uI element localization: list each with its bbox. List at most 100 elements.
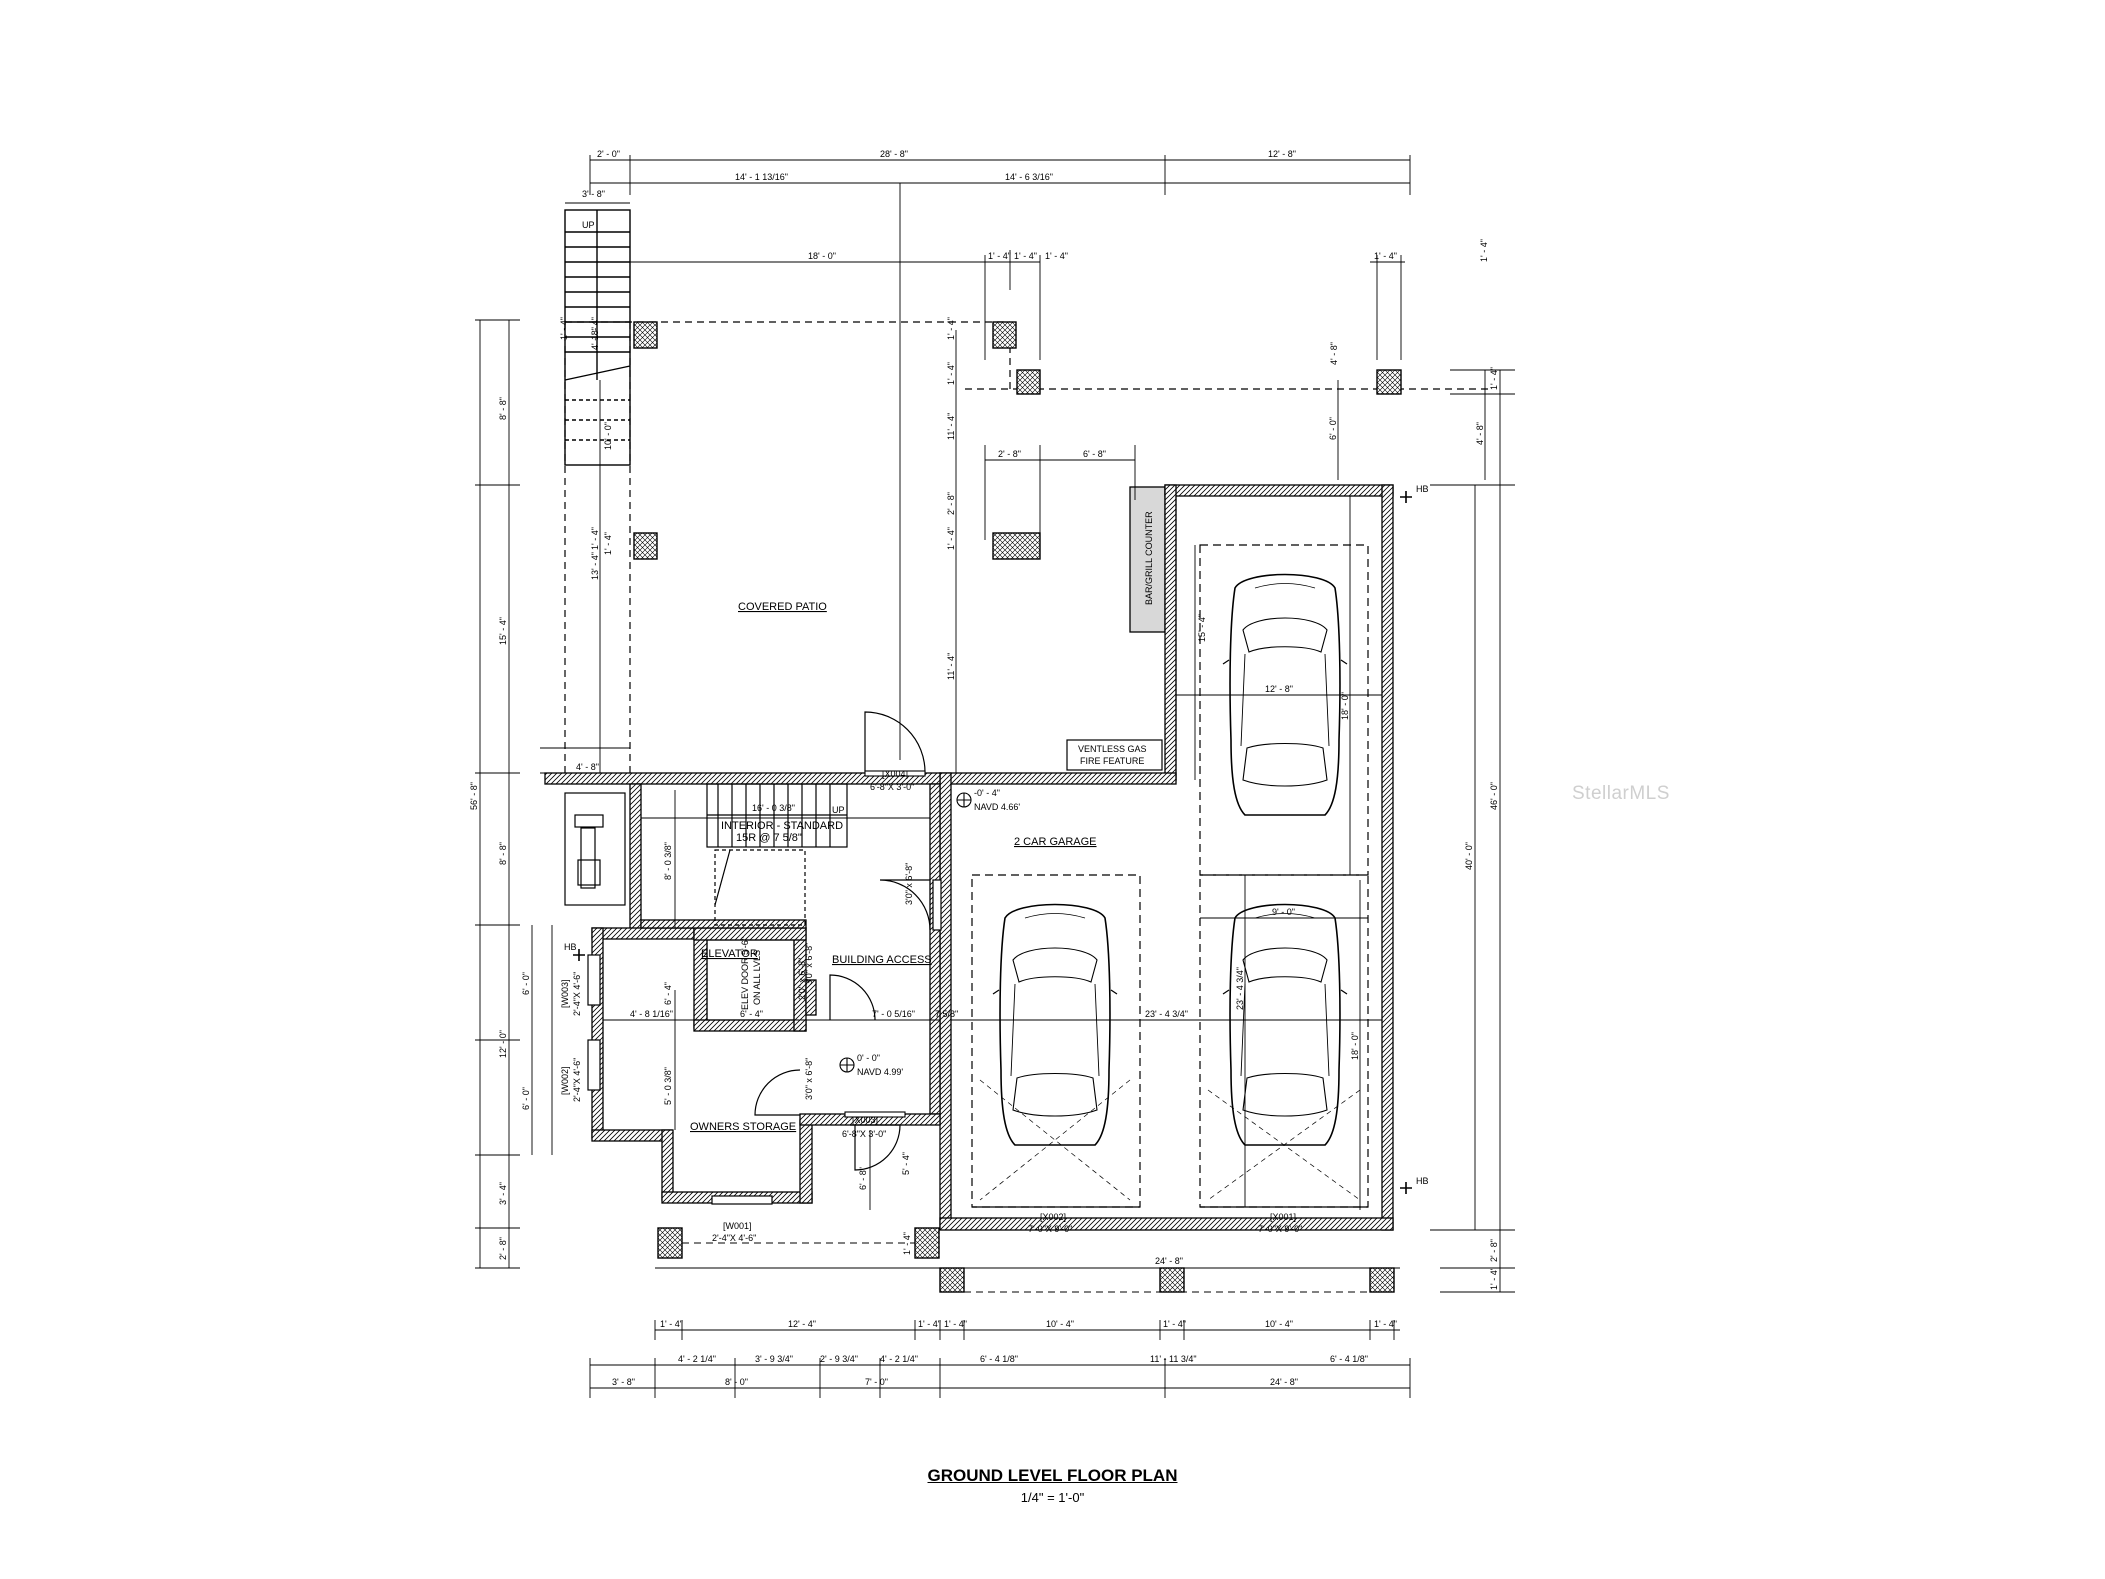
tag-x001-size: 7'-0"X 9'-0" [1258, 1224, 1302, 1234]
elev-top-1: -0' - 4" [974, 788, 1000, 798]
dims-right: 46' - 0" 40' - 0" 4' - 8" 1' - 4" 2' - 8… [1464, 367, 1499, 1290]
svg-text:4' - 8": 4' - 8" [1475, 422, 1485, 445]
svg-text:13' - 4": 13' - 4" [590, 552, 600, 580]
svg-text:1' - 4": 1' - 4" [946, 527, 956, 550]
watermark: StellarMLS [1572, 783, 1670, 804]
svg-text:1' - 4": 1' - 4" [1163, 1319, 1186, 1329]
svg-text:18' - 0": 18' - 0" [1350, 1032, 1360, 1060]
svg-text:23' - 4 3/4": 23' - 4 3/4" [1145, 1009, 1188, 1019]
svg-text:10' - 0": 10' - 0" [603, 422, 613, 450]
svg-text:5' - 0 3/8": 5' - 0 3/8" [663, 1067, 673, 1105]
elev-door-label-2: ON ALL LVLS [752, 950, 762, 1005]
svg-text:6' - 8": 6' - 8" [858, 1167, 868, 1190]
svg-text:5' - 4": 5' - 4" [901, 1152, 911, 1175]
svg-text:12' - 0": 12' - 0" [498, 1030, 508, 1058]
svg-text:46' - 0": 46' - 0" [1489, 782, 1499, 810]
svg-text:1' - 4": 1' - 4" [944, 1319, 967, 1329]
tag-x002-size: 7'-0"X 9'-0" [1028, 1224, 1072, 1234]
hose-bib-label-3: HB [564, 942, 577, 952]
svg-text:3' - 8": 3' - 8" [582, 189, 605, 199]
tag-w002-id: [W002] [560, 1066, 570, 1095]
hose-bib-label-1: HB [1416, 484, 1429, 494]
svg-text:8' - 0": 8' - 0" [725, 1377, 748, 1387]
svg-text:7 5/8": 7 5/8" [935, 1009, 958, 1019]
svg-text:1' - 4": 1' - 4" [1045, 251, 1068, 261]
patio-posts [633, 321, 1402, 560]
svg-text:8' - 8": 8' - 8" [498, 397, 508, 420]
tag-x003-id: [X003] [852, 1115, 878, 1125]
svg-text:15' - 4": 15' - 4" [1197, 614, 1207, 642]
tag-x002-id: [X002] [1040, 1212, 1066, 1222]
garage-label: 2 CAR GARAGE [1014, 836, 1097, 848]
front-columns [657, 1227, 1395, 1293]
plan-scale: 1/4" = 1'-0" [1020, 1490, 1085, 1505]
svg-text:1' - 4": 1' - 4" [559, 317, 569, 340]
svg-text:6' - 0": 6' - 0" [521, 1087, 531, 1110]
svg-text:23' - 4 3/4": 23' - 4 3/4" [1235, 967, 1245, 1010]
svg-text:24' - 8": 24' - 8" [1270, 1377, 1298, 1387]
svg-text:3'0" x 6'-8": 3'0" x 6'-8" [804, 943, 814, 985]
svg-text:6' - 0": 6' - 0" [1328, 417, 1338, 440]
elev-top-2: NAVD 4.66' [974, 802, 1020, 812]
svg-text:1' - 4": 1' - 4" [946, 317, 956, 340]
svg-text:3'0" x 6'-8": 3'0" x 6'-8" [804, 1058, 814, 1100]
fire-feature-label-2: FIRE FEATURE [1080, 756, 1144, 766]
door-frames [844, 770, 926, 1118]
dims-interior: 16' - 0 3/8" 4' - 8" 8' - 0 3/8" 3'0" x … [576, 251, 1360, 1255]
tag-w002-size: 2'-4"X 4'-6" [572, 1058, 582, 1102]
front-canopy [682, 1242, 1370, 1293]
car-2 [1222, 903, 1348, 1146]
svg-text:40' - 0": 40' - 0" [1464, 842, 1474, 870]
svg-text:15' - 4": 15' - 4" [498, 617, 508, 645]
building-access-label: BUILDING ACCESS [832, 954, 932, 966]
tag-w003-size: 2'-4"X 4'-6" [572, 972, 582, 1016]
elev-low-1: 0' - 0" [857, 1053, 880, 1063]
svg-text:18' - 0": 18' - 0" [1340, 692, 1350, 720]
svg-text:1' - 4": 1' - 4" [1374, 1319, 1397, 1329]
garage-inner-lines [1175, 495, 1382, 780]
svg-text:1' - 4": 1' - 4" [918, 1319, 941, 1329]
svg-text:7' - 0 5/16": 7' - 0 5/16" [872, 1009, 915, 1019]
svg-text:2' - 9 3/4": 2' - 9 3/4" [820, 1354, 858, 1364]
svg-text:24' - 8": 24' - 8" [1155, 1256, 1183, 1266]
bay-cross-lines [979, 1079, 1361, 1201]
covered-patio-label: COVERED PATIO [738, 601, 827, 613]
svg-text:6' - 4 1/8": 6' - 4 1/8" [1330, 1354, 1368, 1364]
svg-text:2'0" x 6'-8": 2'0" x 6'-8" [797, 958, 807, 1000]
svg-text:4' - 2 1/4": 4' - 2 1/4" [678, 1354, 716, 1364]
svg-text:6' - 4": 6' - 4" [740, 1009, 763, 1019]
svg-text:8' - 0 3/8": 8' - 0 3/8" [663, 842, 673, 880]
svg-text:3' - 9 3/4": 3' - 9 3/4" [755, 1354, 793, 1364]
svg-text:6' - 0": 6' - 0" [521, 972, 531, 995]
svg-text:9' - 0": 9' - 0" [1272, 907, 1295, 917]
elev-low-2: NAVD 4.99' [857, 1067, 903, 1077]
tag-x004-id: [X004] [882, 769, 908, 779]
svg-text:16' - 0 3/8": 16' - 0 3/8" [752, 803, 795, 813]
hose-bib-label-2: HB [1416, 1176, 1429, 1186]
svg-text:3'0" x 6'-8": 3'0" x 6'-8" [904, 863, 914, 905]
stair-label-1: INTERIOR - STANDARD [721, 820, 843, 832]
svg-text:12' - 8": 12' - 8" [1268, 149, 1296, 159]
svg-text:14' - 6 3/16": 14' - 6 3/16" [1005, 172, 1053, 182]
svg-text:11' - 11 3/4": 11' - 11 3/4" [1150, 1354, 1197, 1364]
fire-feature-label-1: VENTLESS GAS [1078, 744, 1147, 754]
svg-text:4' - 8": 4' - 8" [1329, 342, 1339, 365]
svg-text:10' - 4": 10' - 4" [1046, 1319, 1074, 1329]
car-3 [992, 903, 1118, 1146]
svg-text:3' - 4": 3' - 4" [498, 1182, 508, 1205]
dimension-lines [475, 155, 1515, 1398]
svg-text:8' - 8": 8' - 8" [498, 842, 508, 865]
plan-title: GROUND LEVEL FLOOR PLAN [927, 1466, 1178, 1485]
svg-text:2' - 8": 2' - 8" [1489, 1239, 1499, 1262]
interior-stair-up: UP [832, 805, 845, 815]
svg-text:1' - 4": 1' - 4" [946, 362, 956, 385]
svg-text:2' - 8": 2' - 8" [498, 1237, 508, 1260]
svg-text:2' - 8": 2' - 8" [998, 449, 1021, 459]
bar-grill-counter [1129, 486, 1166, 633]
parking-bays [971, 544, 1369, 1208]
dims-bottom: 24' - 8" 12' - 4" 10' - 4" 10' - 4" 1' -… [612, 1256, 1397, 1387]
svg-text:3' - 8": 3' - 8" [612, 1377, 635, 1387]
svg-text:10' - 4": 10' - 4" [1265, 1319, 1293, 1329]
svg-text:1' - 4": 1' - 4" [1374, 251, 1397, 261]
interior-stair [706, 783, 848, 926]
